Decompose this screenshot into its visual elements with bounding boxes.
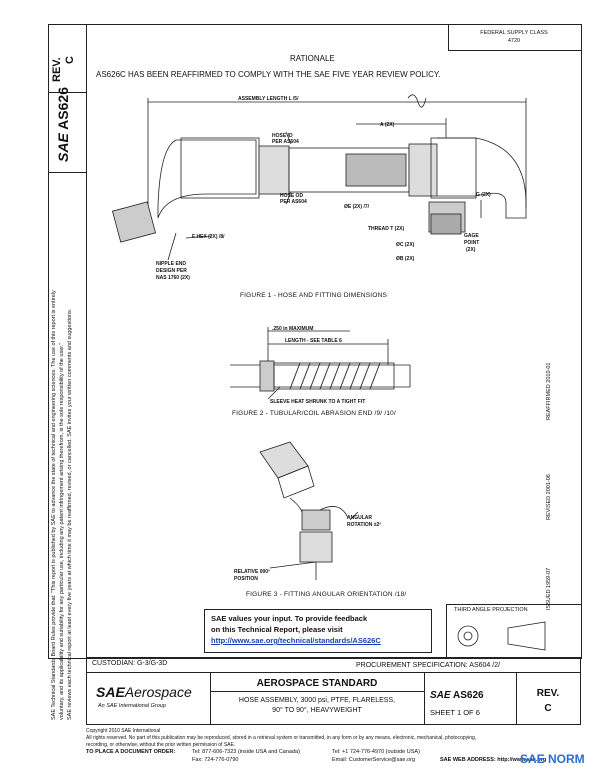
custodian: CUSTODIAN: G-3/G-3D xyxy=(92,660,168,667)
title-divider xyxy=(210,691,424,692)
footer-sae-mark: SAE xyxy=(430,690,451,701)
watermark: SAE NORM xyxy=(520,752,585,766)
sidebar-doc-number: SAE AS626 xyxy=(55,87,71,162)
fed-supply-box xyxy=(448,24,581,51)
f-hex-label: F HEX (2X) /8/ xyxy=(192,234,225,240)
description-2: 90° TO 90°, HEAVYWEIGHT xyxy=(272,707,362,714)
feedback-line-2: on this Technical Report, please visit xyxy=(211,625,343,634)
footer-doc-number: SAE AS626 xyxy=(430,690,484,701)
gage-label-1: GAGE xyxy=(464,233,479,239)
relative-position-label-1: RELATIVE 000º xyxy=(234,569,270,575)
nipple-label-2: DESIGN PER xyxy=(156,268,187,274)
relative-position-label-2: POSITION xyxy=(234,576,258,582)
gage-label-2: POINT xyxy=(464,240,480,246)
strip-divider xyxy=(48,172,86,173)
copyright-line-1: Copyright 2010 SAE International xyxy=(86,728,161,734)
max-length-label: .250 in MAXIMUM xyxy=(272,326,314,332)
nipple-label-3: NAS 1760 (2X) xyxy=(156,275,190,281)
footer-doc-id: AS626 xyxy=(452,690,484,701)
standard-title: AEROSPACE STANDARD xyxy=(256,678,378,689)
sae-logo-text: SAE xyxy=(96,684,125,700)
footer-col-divider xyxy=(210,672,211,724)
tel-2: Tel: +1 724-776-4970 (outside USA) xyxy=(332,749,420,755)
procurement-spec: PROCUREMENT SPECIFICATION: AS604 /2/ xyxy=(356,662,501,669)
feedback-link[interactable]: http://www.sae.org/technical/standards/A… xyxy=(211,636,381,645)
order-label: TO PLACE A DOCUMENT ORDER: xyxy=(86,749,176,755)
sheet-number: SHEET 1 OF 6 xyxy=(430,708,480,717)
sidebar-doc-id: AS626 xyxy=(55,87,71,130)
hose-id-label: HOSE ID xyxy=(272,133,293,139)
document-frame xyxy=(86,24,582,659)
footer-left-edge xyxy=(86,657,87,724)
footer-bottom-line xyxy=(86,724,581,725)
tel-1: Tel: 877-606-7323 (inside USA and Canada… xyxy=(192,749,300,755)
email: Email: CustomerService@sae.org xyxy=(332,757,415,763)
a-dim-label: A (2X) xyxy=(380,122,395,128)
aerospace-logo-text: Aerospace xyxy=(124,684,192,700)
angular-rotation-label-2: ROTATION ±2º xyxy=(347,522,382,528)
fax: Fax: 724-776-0790 xyxy=(192,757,239,763)
feedback-box: SAE values your input. To provide feedba… xyxy=(204,609,432,653)
assembly-length-label: ASSEMBLY LENGTH L /5/ xyxy=(238,96,299,102)
sae-logo: SAEAerospace xyxy=(96,684,192,700)
c-dim-label: ØC (2X) xyxy=(396,242,415,248)
figure3-drawing xyxy=(259,441,359,580)
fed-supply-class: FEDERAL SUPPLY CLASS xyxy=(480,30,548,36)
web-address[interactable]: SAE WEB ADDRESS: http://www.sae.org xyxy=(440,757,547,763)
revised-date: REVISED 2001-06 xyxy=(546,474,552,520)
feedback-line-1: SAE values your input. To provide feedba… xyxy=(211,614,368,623)
gage-label-3: (2X) xyxy=(466,247,476,253)
copyright-line-3: recording, or otherwise, without the pri… xyxy=(86,742,236,748)
footer-rev-value: C xyxy=(544,703,552,714)
projection-box xyxy=(446,604,581,658)
g-dim-label: G (2X) xyxy=(476,192,491,198)
footer-right-edge xyxy=(580,657,581,724)
angular-rotation-label-1: ANGULAR xyxy=(347,515,372,521)
footer-col-divider xyxy=(424,672,425,724)
footer-rev-label: REV. xyxy=(536,688,560,699)
legal-text-2: voluntary, and its applicability and sui… xyxy=(59,342,65,720)
sidebar-rev-label: REV. xyxy=(51,57,63,82)
figure2-drawing xyxy=(230,327,411,400)
logo-subtitle: An SAE International Group xyxy=(98,703,166,709)
left-strip xyxy=(48,24,87,659)
footer-divider xyxy=(86,672,581,673)
b-dim-label: ØB (2X) xyxy=(396,256,415,262)
hose-od-spec: PER AS604 xyxy=(280,199,307,205)
footer-top-line xyxy=(86,657,581,658)
rationale-title: RATIONALE xyxy=(290,54,335,63)
thread-label: THREAD T (2X) xyxy=(368,226,405,232)
hose-id-spec: PER AS604 xyxy=(272,139,299,145)
nipple-label-1: NIPPLE END xyxy=(156,261,187,267)
sleeve-label: SLEEVE HEAT SHRUNK TO A TIGHT FIT xyxy=(270,399,366,405)
figure1-drawing xyxy=(111,94,527,261)
figure2-caption: FIGURE 2 - TUBULAR/COIL ABRASION END /9/… xyxy=(232,410,396,417)
fed-supply-number: 4720 xyxy=(507,38,521,44)
hose-od-label: HOSE OD xyxy=(280,193,304,199)
projection-title: THIRD ANGLE PROJECTION xyxy=(454,607,528,613)
strip-divider xyxy=(48,92,86,93)
e-dim-label: ØE (2X) /7/ xyxy=(344,204,370,210)
sae-mark: SAE xyxy=(55,133,71,162)
copyright-line-2: All rights reserved. No part of this pub… xyxy=(86,735,477,741)
legal-text-3: SAE reviews each technical report at lea… xyxy=(67,308,73,720)
description-1: HOSE ASSEMBLY, 3000 psi, PTFE, FLARELESS… xyxy=(238,697,396,704)
footer-col-divider xyxy=(516,672,517,724)
projection-symbol xyxy=(457,621,546,651)
figure1-caption: FIGURE 1 - HOSE AND FITTING DIMENSIONS xyxy=(240,292,388,299)
table-length-label: LENGTH - SEE TABLE 6 xyxy=(285,338,342,344)
figure3-caption: FIGURE 3 - FITTING ANGULAR ORIENTATION /… xyxy=(246,591,407,598)
legal-text-1: SAE Technical Standards Board Rules prov… xyxy=(51,290,57,720)
reaffirmed-date: REAFFIRMED 2010-01 xyxy=(546,362,552,420)
sidebar-rev-value: C xyxy=(64,56,76,64)
rationale-text: AS626C HAS BEEN REAFFIRMED TO COMPLY WIT… xyxy=(96,70,441,79)
